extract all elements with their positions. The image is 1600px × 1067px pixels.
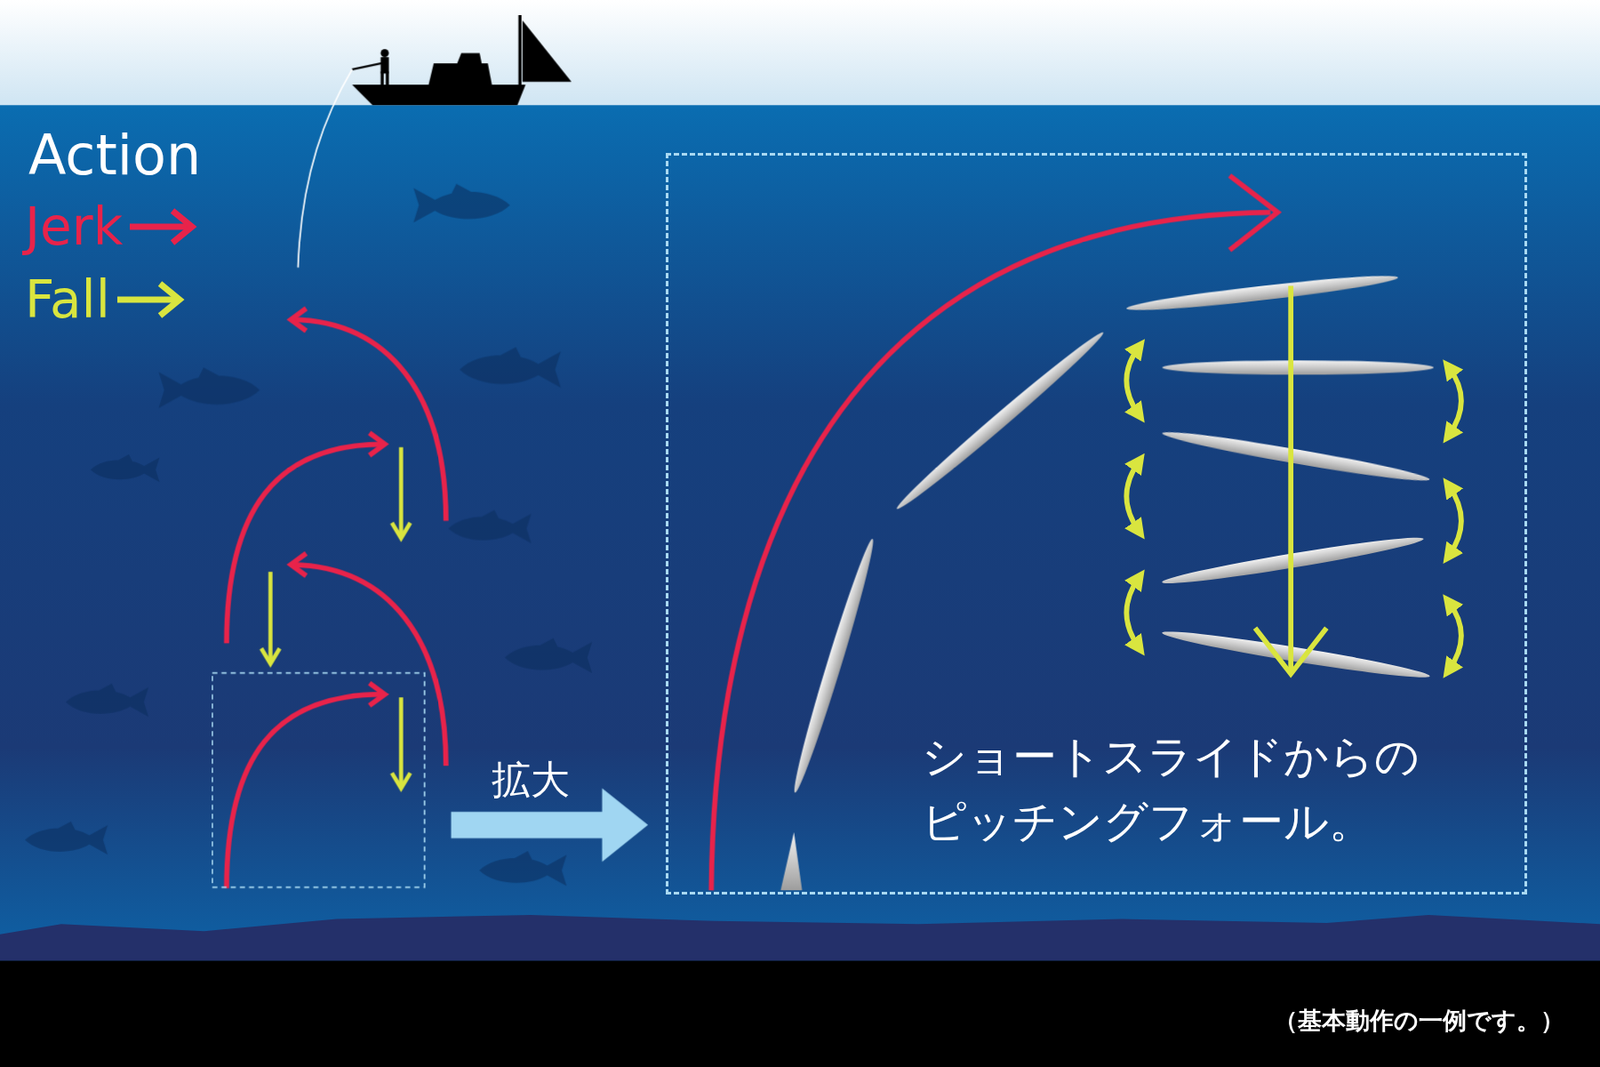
legend-item: Fall xyxy=(24,263,201,336)
legend-arrow xyxy=(128,207,201,247)
seabed xyxy=(0,914,1600,961)
boat xyxy=(352,15,572,105)
legend: JerkFall xyxy=(24,190,201,336)
zoom-panel: ショートスライドからの ピッチングフォール。 xyxy=(665,152,1528,895)
zoom-box xyxy=(212,672,425,888)
zoom-label: 拡大 xyxy=(491,753,570,807)
legend-text: Fall xyxy=(24,269,111,330)
footer-band xyxy=(0,960,1600,1067)
fish-silhouettes xyxy=(24,184,592,887)
fishing-line xyxy=(297,69,352,268)
pitch-arrows xyxy=(1126,346,1462,670)
panel-caption: ショートスライドからの ピッチングフォール。 xyxy=(921,724,1456,854)
footnote: （基本動作の一例です。） xyxy=(1273,1004,1565,1037)
legend-text: Jerk xyxy=(24,196,123,257)
sea xyxy=(0,104,1600,960)
rod xyxy=(352,63,382,70)
legend-arrow xyxy=(115,280,189,320)
jerk-curve xyxy=(711,212,1271,890)
jerk-arrows xyxy=(226,308,447,888)
jerk-head xyxy=(1229,176,1278,251)
legend-heading: Action xyxy=(28,122,201,188)
fall-arrows xyxy=(261,447,411,789)
sky xyxy=(0,0,1600,106)
fall-line xyxy=(1255,286,1327,674)
legend-item: Jerk xyxy=(24,190,201,264)
